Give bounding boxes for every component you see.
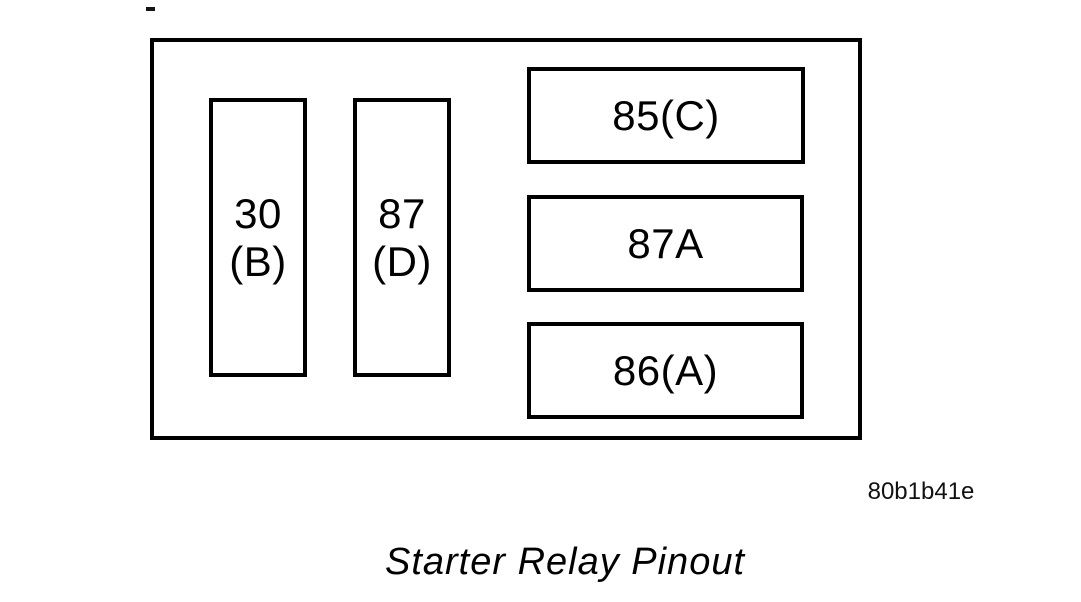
pin-box-87a: 87A <box>527 195 804 292</box>
scan-tick-mark <box>146 7 155 11</box>
pin-box-87-d: 87 (D) <box>353 98 451 377</box>
pin-label-85-c: 85(C) <box>612 91 720 139</box>
pin-label-86-a: 86(A) <box>612 346 719 394</box>
pin-label-87-d: 87 (D) <box>372 190 432 285</box>
pin-label-87a: 87A <box>627 219 704 267</box>
pin-box-30-b: 30 (B) <box>209 98 307 377</box>
pin-label-30-b: 30 (B) <box>229 190 287 285</box>
pin-box-85-c: 85(C) <box>527 67 805 164</box>
figure-code: 80b1b41e <box>867 478 975 505</box>
pin-box-86-a: 86(A) <box>527 322 804 419</box>
diagram-caption: Starter Relay Pinout <box>384 541 746 583</box>
